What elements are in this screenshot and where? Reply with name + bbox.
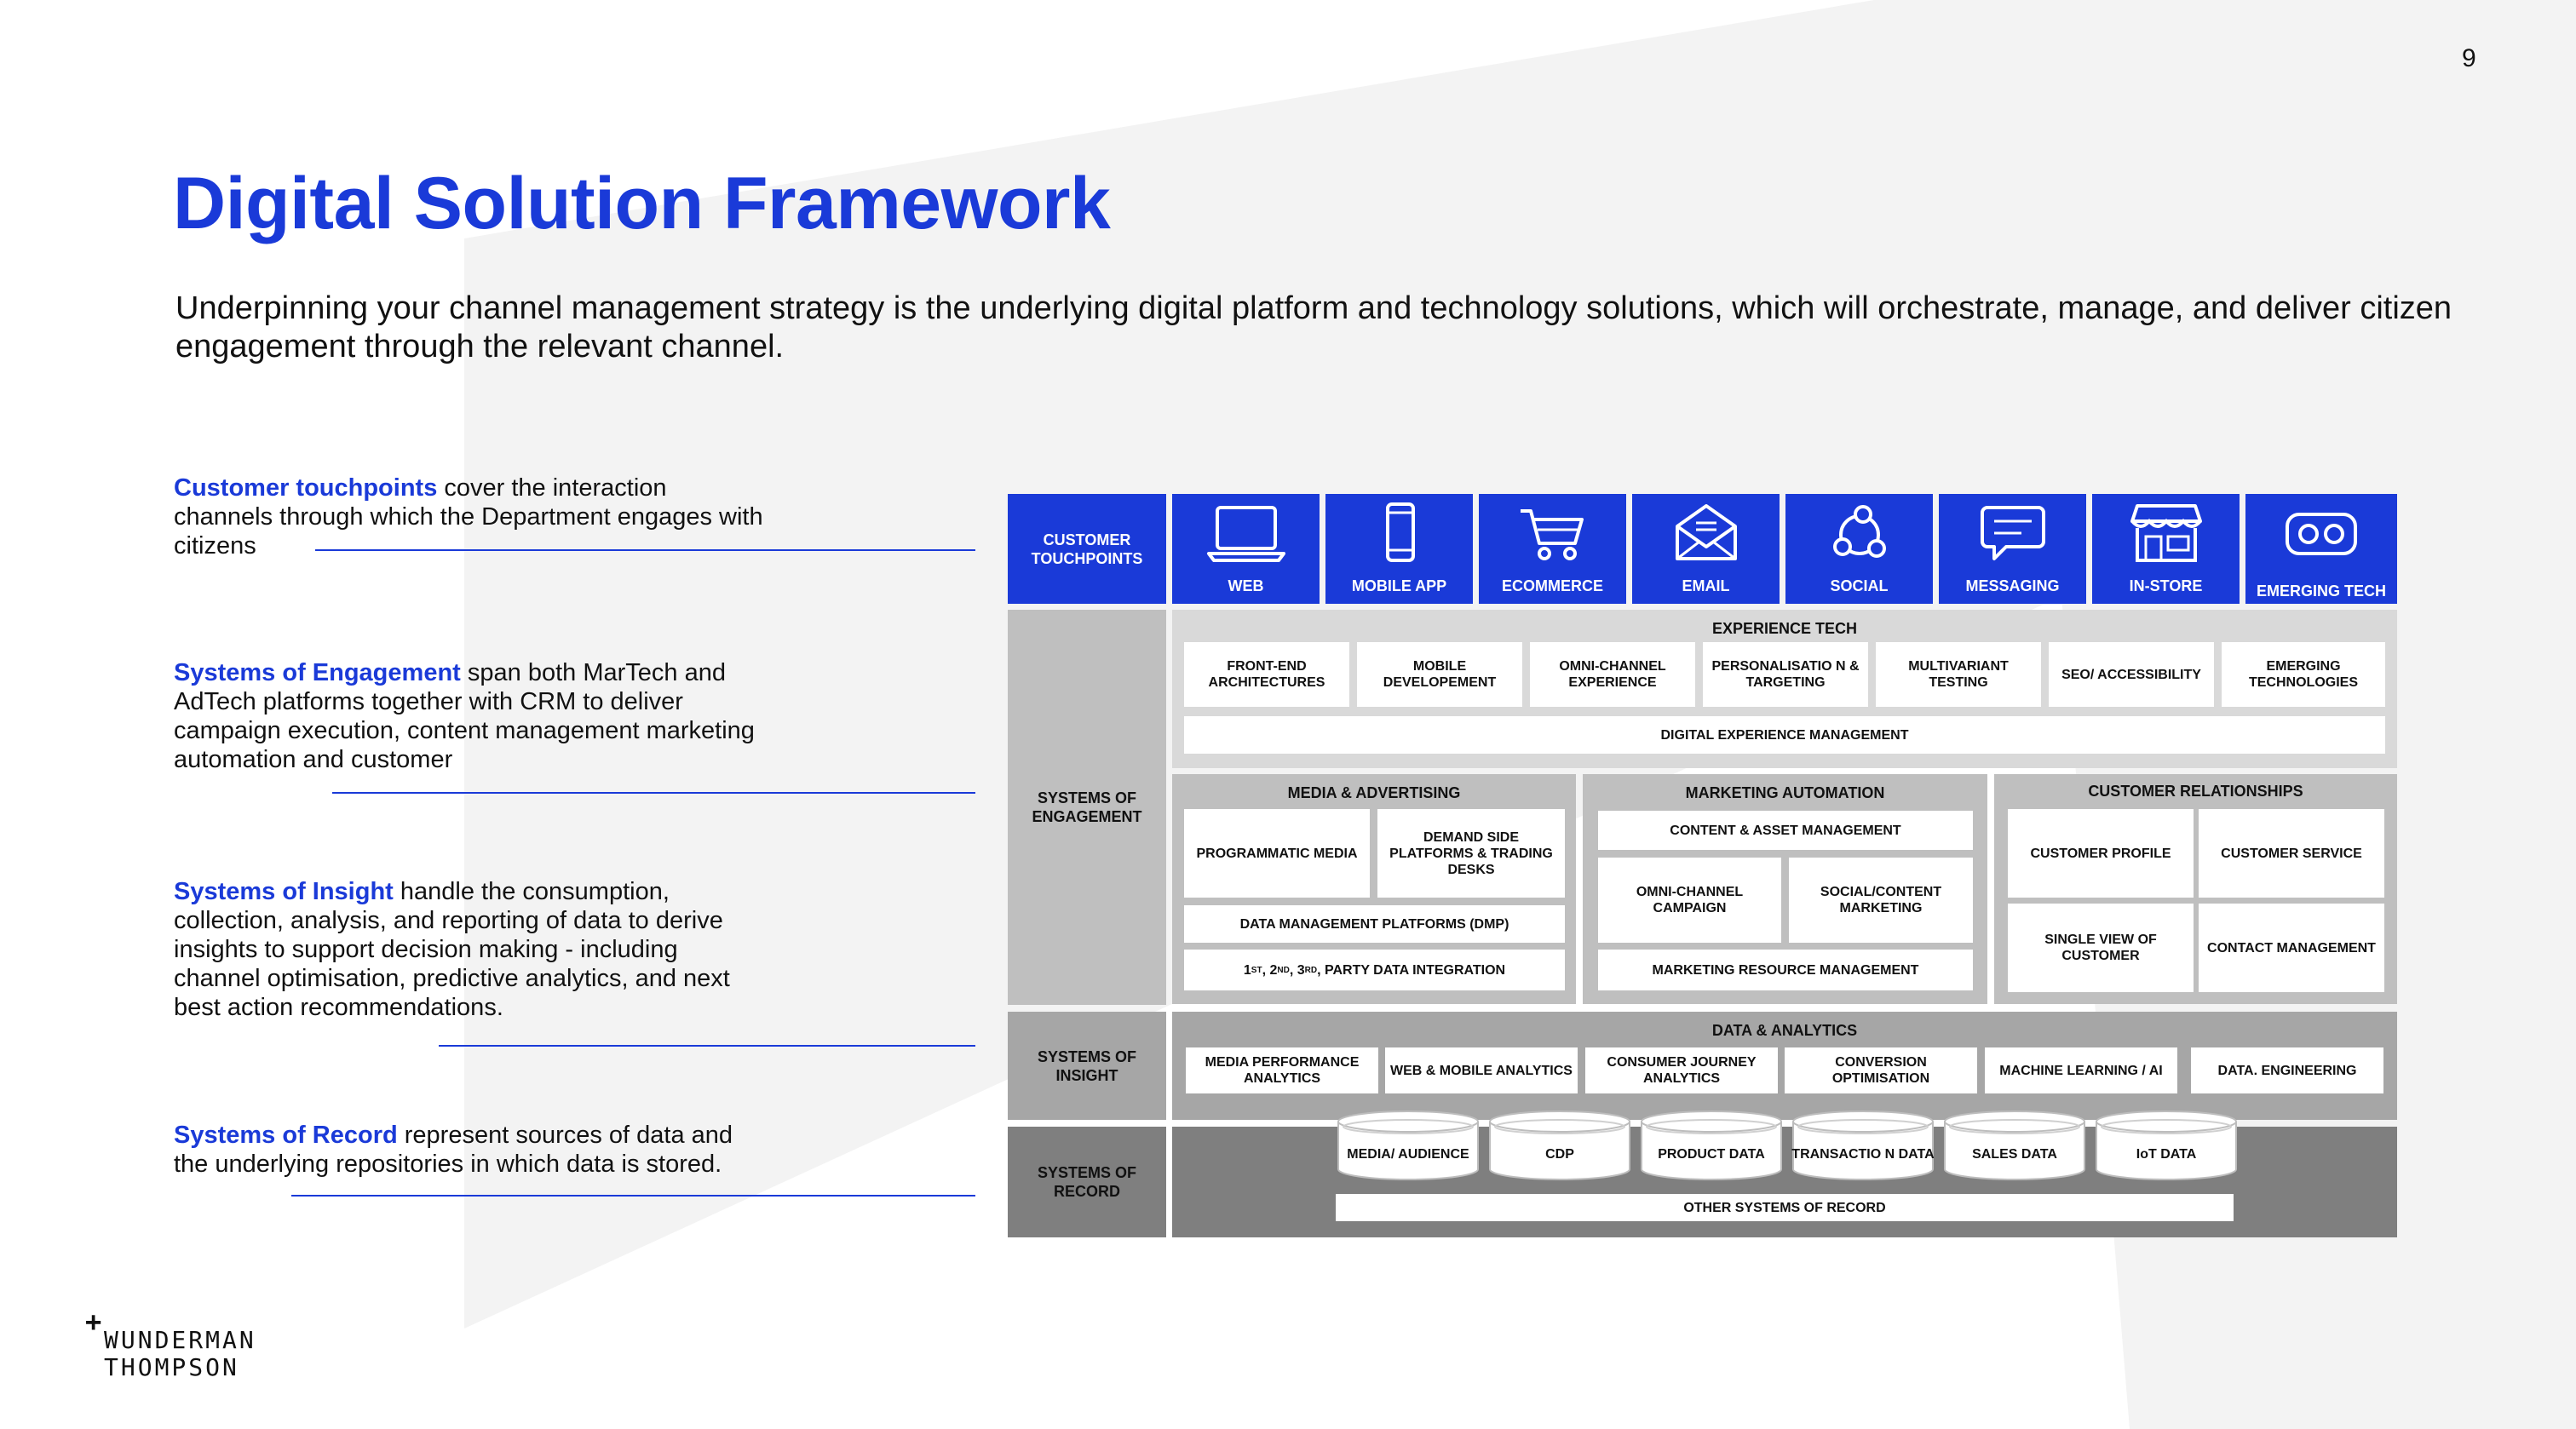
database-cylinder-media-audience: MEDIA/ AUDIENCE	[1336, 1110, 1481, 1181]
customer-relationships-title: CUSTOMER RELATIONSHIPS	[2088, 783, 2303, 800]
data-analytics-item: MACHINE LEARNING / AI	[1985, 1047, 2177, 1093]
touchpoint-label: IN-STORE	[2129, 577, 2203, 594]
data-analytics-item: DATA. ENGINEERING	[2191, 1047, 2383, 1093]
experience-tech-item: OMNI-CHANNEL EXPERIENCE	[1530, 642, 1695, 707]
experience-tech-item: FRONT-END ARCHITECTURES	[1184, 642, 1349, 707]
laptop-icon	[1206, 506, 1285, 562]
annotation-text: represent sources of data and the underl…	[174, 1122, 733, 1178]
annotation-highlight: Systems of Insight	[174, 878, 394, 905]
page-subtitle: Underpinning your channel management str…	[175, 290, 2452, 364]
marketing-automation-title: MARKETING AUTOMATION	[1685, 784, 1885, 801]
experience-tech-item: MULTIVARIANT TESTING	[1876, 642, 2041, 707]
data-analytics-item: WEB & MOBILE ANALYTICS	[1385, 1047, 1578, 1093]
row-label-systems-of-engagement: SYSTEMS OF ENGAGEMENT	[1008, 610, 1166, 1005]
annotation-connector-line	[291, 1195, 975, 1197]
annotation-connector-line	[439, 1045, 975, 1047]
touchpoint-label: WEB	[1228, 577, 1264, 594]
data-analytics-item: CONVERSION OPTIMISATION	[1785, 1047, 1977, 1093]
database-cylinder-iot-data: IoT DATA	[2094, 1110, 2239, 1181]
media-advertising-title: MEDIA & ADVERTISING	[1287, 784, 1461, 801]
annotation-systems-of-insight: Systems of Insight handle the consumptio…	[174, 877, 770, 1022]
data-analytics-item: MEDIA PERFORMANCE ANALYTICS	[1186, 1047, 1378, 1093]
touchpoint-emerging-tech: EMERGING TECH	[2245, 494, 2397, 604]
touchpoint-social: SOCIAL	[1785, 494, 1933, 604]
experience-tech-item: EMERGING TECHNOLOGIES	[2222, 642, 2385, 707]
annotation-systems-of-engagement: Systems of Engagement span both MarTech …	[174, 658, 770, 774]
vr-headset-icon	[2286, 513, 2357, 555]
annotation-text: handle the consumption, collection, anal…	[174, 878, 730, 1021]
touchpoint-label: EMERGING TECH	[2256, 583, 2386, 600]
experience-tech-item: MOBILE DEVELOPEMENT	[1357, 642, 1522, 707]
media-advertising-item: DEMAND SIDE PLATFORMS & TRADING DESKS	[1377, 809, 1565, 898]
page-number: 9	[2462, 44, 2476, 72]
experience-tech-title: EXPERIENCE TECH	[1711, 620, 1858, 637]
wunderman-thompson-logo: + WUNDERMAN THOMPSON	[85, 1306, 256, 1381]
touchpoint-in-store: IN-STORE	[2092, 494, 2240, 604]
touchpoint-label: ECOMMERCE	[1501, 577, 1603, 594]
annotation-connector-line	[332, 792, 975, 794]
row-label-customer-touchpoints: CUSTOMER TOUCHPOINTS	[1008, 494, 1166, 604]
digital-experience-management-bar: DIGITAL EXPERIENCE MANAGEMENT	[1184, 716, 2385, 754]
touchpoint-email: EMAIL	[1632, 494, 1780, 604]
annotation-text: span both MarTech and AdTech platforms t…	[174, 659, 755, 773]
annotation-connector-line	[315, 549, 975, 551]
storefront-icon	[2130, 504, 2202, 562]
page-title: Digital Solution Framework	[173, 163, 1111, 244]
envelope-icon	[1675, 504, 1737, 560]
smartphone-icon	[1385, 502, 1415, 562]
touchpoint-label: MESSAGING	[1965, 577, 2060, 594]
row-label-systems-of-record: SYSTEMS OF RECORD	[1008, 1127, 1166, 1237]
dmp-bar: DATA MANAGEMENT PLATFORMS (DMP)	[1184, 905, 1565, 943]
customer-relationships-item: CUSTOMER SERVICE	[2199, 809, 2384, 898]
marketing-automation-item: OMNI-CHANNEL CAMPAIGN	[1598, 858, 1781, 943]
data-analytics-title: DATA & ANALYTICS	[1711, 1022, 1858, 1039]
social-network-icon	[1832, 505, 1886, 558]
customer-relationships-item: SINGLE VIEW OF CUSTOMER	[2008, 904, 2194, 992]
row-label-systems-of-insight: SYSTEMS OF INSIGHT	[1008, 1012, 1166, 1120]
shopping-cart-icon	[1520, 509, 1584, 560]
customer-relationships-item: CONTACT MANAGEMENT	[2199, 904, 2384, 992]
marketing-resource-management-bar: MARKETING RESOURCE MANAGEMENT	[1598, 950, 1973, 990]
experience-tech-item: PERSONALISATIO N & TARGETING	[1703, 642, 1868, 707]
annotation-customer-touchpoints: Customer touchpoints cover the interacti…	[174, 473, 770, 560]
plus-icon: +	[85, 1306, 102, 1338]
customer-relationships-item: CUSTOMER PROFILE	[2008, 809, 2194, 898]
touchpoint-label: SOCIAL	[1830, 577, 1889, 594]
media-advertising-item: PROGRAMMATIC MEDIA	[1184, 809, 1370, 898]
marketing-automation-item: SOCIAL/CONTENT MARKETING	[1789, 858, 1973, 943]
touchpoint-messaging: MESSAGING	[1939, 494, 2086, 604]
database-cylinder-sales-data: SALES DATA	[1942, 1110, 2087, 1181]
data-analytics-item: CONSUMER JOURNEY ANALYTICS	[1585, 1047, 1778, 1093]
touchpoint-ecommerce: ECOMMERCE	[1479, 494, 1626, 604]
annotation-highlight: Systems of Engagement	[174, 659, 461, 686]
database-cylinder-product-data: PRODUCT DATA	[1639, 1110, 1784, 1181]
database-cylinder-transaction-data: TRANSACTIO N DATA	[1791, 1110, 1935, 1181]
annotation-highlight: Customer touchpoints	[174, 474, 438, 502]
content-asset-management-bar: CONTENT & ASSET MANAGEMENT	[1598, 811, 1973, 850]
touchpoint-label: MOBILE APP	[1351, 577, 1447, 594]
chat-bubble-icon	[1980, 506, 2045, 560]
annotation-text: cover the interaction channels through w…	[174, 474, 763, 560]
touchpoint-mobile-app: MOBILE APP	[1325, 494, 1473, 604]
touchpoint-label: EMAIL	[1682, 577, 1730, 594]
annotation-systems-of-record: Systems of Record represent sources of d…	[174, 1121, 770, 1179]
other-systems-of-record-bar: OTHER SYSTEMS OF RECORD	[1336, 1194, 2234, 1221]
touchpoint-web: WEB	[1172, 494, 1320, 604]
database-cylinder-cdp: CDP	[1487, 1110, 1632, 1181]
experience-tech-item: SEO/ ACCESSIBILITY	[2049, 642, 2214, 707]
annotation-highlight: Systems of Record	[174, 1122, 398, 1149]
